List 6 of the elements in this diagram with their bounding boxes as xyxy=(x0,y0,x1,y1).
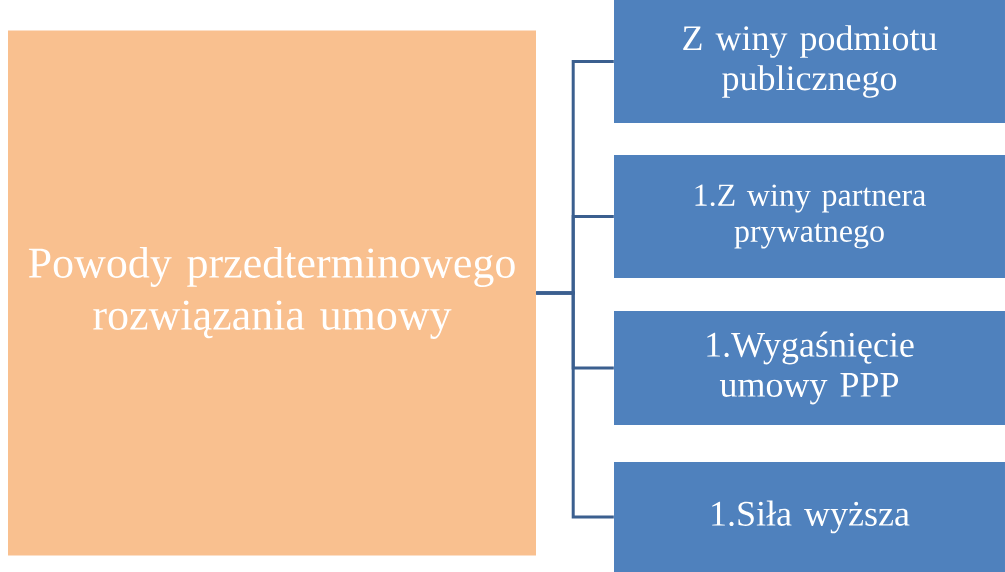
reason-box: 1.Z winy partnera prywatnego xyxy=(614,155,1005,278)
reason-box: Z winy podmiotu publicznego xyxy=(614,0,1005,123)
connector xyxy=(536,291,614,519)
reason-box: 1.Siła wyższa xyxy=(614,462,1005,572)
reason-box: 1.Wygaśnięcie umowy PPP xyxy=(614,311,1005,425)
topic-box: Powody przedterminowego rozwiązania umowy xyxy=(8,30,536,556)
